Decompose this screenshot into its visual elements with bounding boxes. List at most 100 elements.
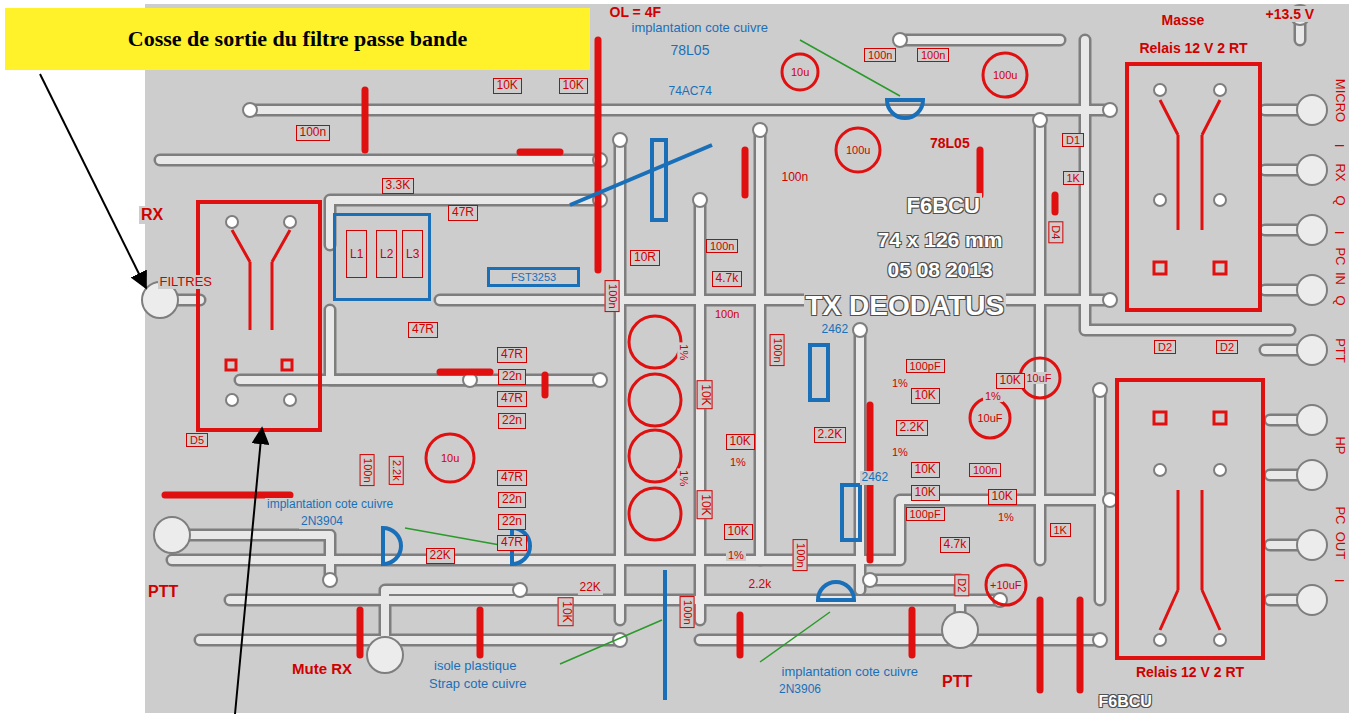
pin-name: OUT (1332, 529, 1347, 560)
assembly-note: implantation cote cuivre (780, 665, 921, 680)
assembly-note: 2462 (820, 323, 851, 337)
component-value: 100n (706, 239, 738, 254)
pin-name: PC (1332, 504, 1347, 526)
assembly-note: isole plastique (432, 659, 518, 674)
assembly-note: 78L05 (669, 42, 712, 58)
coil-label: L1 (346, 230, 367, 278)
connector-pad (142, 5, 1327, 673)
board-marking: F6BCU (1097, 693, 1154, 711)
board-marking: 74 x 126 mm (876, 228, 1005, 252)
pin-name: 100n (780, 171, 811, 185)
pin-name: 10u (789, 66, 811, 79)
pin-name: 1% (726, 549, 746, 562)
component-value: 47R (497, 391, 527, 407)
pin-name: HP (1332, 434, 1347, 456)
component-value: 47R (497, 470, 527, 486)
relay-pad (226, 84, 1226, 646)
assembly-note: 2N3904 (299, 515, 345, 529)
pin-name: Q (1332, 293, 1347, 307)
assembly-note: Strap cote cuivre (427, 677, 529, 692)
component-value: 10K (557, 597, 573, 626)
component-value: 10K (696, 490, 712, 519)
board-marking: 05 08 2013 (886, 258, 995, 282)
component-value: 4.7k (712, 271, 743, 287)
component-value: 100n (969, 463, 1001, 478)
pin-name: PC (1332, 245, 1347, 267)
coil-label: L3 (402, 230, 423, 278)
component-value: 47R (408, 322, 438, 338)
pin-name: PTT (146, 583, 180, 601)
assembly-note: implantation cote cuivre (630, 21, 771, 36)
trace-outline (160, 15, 1312, 655)
component-value: 10K (559, 78, 588, 94)
component-value: D5 (186, 433, 208, 448)
pin-name: Masse (1160, 12, 1207, 28)
leader-line (405, 40, 900, 664)
assembly-note: 2462 (860, 471, 891, 485)
board-ground (145, 4, 1349, 713)
component-value: 22K (426, 548, 455, 564)
component-value: 1K (1050, 523, 1071, 538)
capacitor-outline (426, 53, 1060, 605)
component-value: 22n (498, 369, 526, 385)
component-value: D4 (1049, 221, 1064, 243)
callout-arrow (40, 74, 262, 714)
relay-contacts (226, 100, 1226, 630)
relay-outline (198, 202, 320, 430)
pin-name: Q (1332, 193, 1347, 207)
pin-name: 1% (890, 446, 910, 459)
wire-strap (165, 40, 1080, 690)
pin-name: 1% (678, 468, 691, 488)
relay-box: Relais 12 V 2 RT (1125, 62, 1262, 312)
pin-name: I (1331, 576, 1346, 584)
solder-pad (243, 33, 1117, 647)
pin-name: PTT (1331, 336, 1346, 365)
component-value: 10K (911, 485, 940, 501)
pin-name: 10u (439, 452, 461, 465)
pin-name: FILTRES (158, 275, 215, 290)
component-value: D1 (1062, 133, 1084, 148)
relay-box: Relais 12 V 2 RT (1115, 378, 1265, 660)
coil-group: L1L2L3 (333, 213, 431, 301)
component-value: 22n (498, 492, 526, 508)
component-value: 3.3K (382, 178, 415, 194)
pin-name: 1% (996, 511, 1016, 524)
pin-name: 100n (713, 308, 741, 321)
component-value: 10K (724, 524, 753, 540)
component-value: 100n (296, 125, 331, 141)
component-value: 10K (726, 434, 755, 450)
board-marking: F6BCU (905, 193, 982, 218)
callout-box: Cosse de sortie du filtre passe bande (5, 8, 590, 70)
pin-name: OL = 4F (608, 4, 663, 20)
pin-name: 100u (991, 69, 1019, 82)
component-value: 100n (770, 334, 785, 366)
pin-name: 2.2k (747, 578, 774, 592)
component-value: 22n (498, 413, 526, 429)
component-value: 4.7k (940, 537, 971, 553)
component-value: 10K (493, 78, 522, 94)
component-value: 100n (360, 454, 375, 486)
pin-name: PTT (940, 673, 974, 691)
component-value: D2 (955, 574, 970, 596)
component-value: 10K (911, 388, 940, 404)
pin-name: RX (1332, 161, 1347, 183)
pin-name: 1% (890, 377, 910, 390)
component-value: 100n (680, 596, 695, 628)
pin-name: 10uF (1025, 372, 1054, 385)
pin-name: 1% (983, 390, 1003, 403)
relay-label: Relais 12 V 2 RT (1137, 40, 1249, 56)
component-value: 10R (630, 250, 660, 266)
assembly-note: implantation cote cuivre (265, 498, 395, 512)
ic-label: FST3253 (511, 272, 556, 283)
component-value: 47R (448, 205, 478, 221)
component-value: 100pF (906, 507, 945, 522)
component-value: 100pF (906, 359, 945, 374)
pin-name: +10uF (988, 579, 1024, 592)
pin-name: 10uF (976, 412, 1005, 425)
component-value: 100n (605, 280, 620, 312)
component-value: 22n (498, 514, 526, 530)
pin-name: 1% (678, 342, 691, 362)
pin-name: I (1331, 141, 1346, 149)
copper-trace (160, 15, 1312, 655)
